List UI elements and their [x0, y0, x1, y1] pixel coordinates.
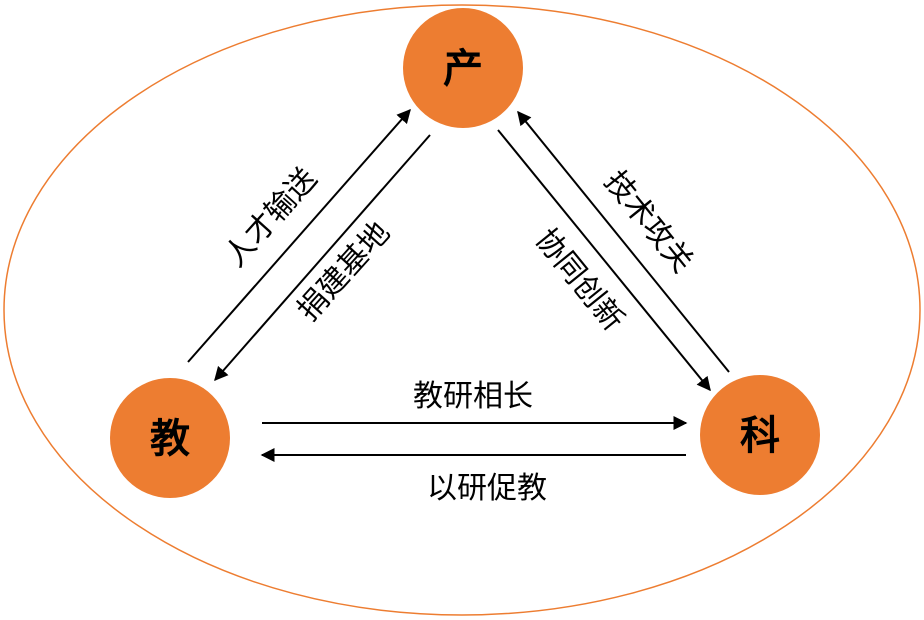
node-top-circle: [403, 8, 523, 128]
edge-label-right-to-left: 以研促教: [427, 471, 547, 506]
edge-label-right-to-top: 技术攻关: [597, 164, 700, 279]
arrow-left-to-top: [187, 108, 411, 363]
node-top-label: 产: [443, 46, 483, 92]
outer-ellipse: [3, 4, 921, 616]
arrow-top-to-left: [214, 134, 431, 382]
node-left-label: 教: [150, 416, 190, 462]
node-top: 产: [403, 8, 523, 128]
edge-label-left-to-right: 教研相长: [413, 379, 533, 414]
edge-label-left-to-top: 人才输送: [218, 161, 324, 274]
node-right-circle: [700, 375, 820, 495]
node-right-label: 科: [740, 413, 780, 459]
arrow-right-to-top: [517, 110, 730, 373]
node-left-circle: [110, 378, 230, 498]
arrow-top-to-right: [497, 129, 711, 392]
node-left: 教: [110, 378, 230, 498]
edge-label-top-to-right: 协同创新: [528, 222, 631, 337]
node-right: 科: [700, 375, 820, 495]
